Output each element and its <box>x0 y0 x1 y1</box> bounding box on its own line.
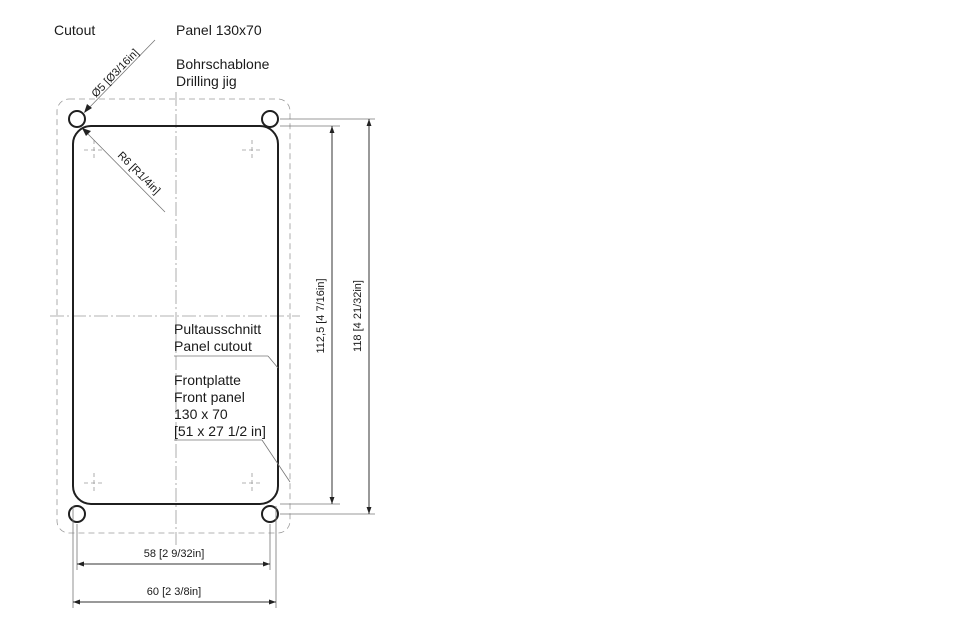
drill-hole-bottom-left <box>68 505 86 523</box>
drill-hole-bottom-right <box>261 505 279 523</box>
hole-leader-arrow <box>84 104 92 113</box>
hole-diameter-label: Ø5 [Ø3/16in] <box>90 47 142 100</box>
drill-hole-top-right <box>261 110 279 128</box>
radius-leader-line <box>83 129 166 213</box>
cutout-label-en: Panel cutout <box>174 338 252 354</box>
front-panel-label-de: Frontplatte <box>174 372 241 388</box>
front-panel-leader-tail <box>261 439 291 483</box>
corner-marks <box>84 140 262 493</box>
hole-leader-line <box>84 39 156 113</box>
inner-height-label: 112,5 [4 7/16in] <box>315 278 327 353</box>
panel-heading: Panel 130x70 <box>176 22 262 38</box>
front-panel-outline <box>56 98 291 534</box>
front-panel-size-inches: [51 x 27 1/2 in] <box>174 423 266 439</box>
jig-heading-en: Drilling jig <box>176 73 237 89</box>
outer-width-label: 60 [2 3/8in] <box>147 586 201 598</box>
cutout-leader-tail <box>267 355 279 369</box>
drill-hole-top-left <box>68 110 86 128</box>
inner-width-label: 58 [2 9/32in] <box>144 548 205 560</box>
panel-cutout-outline <box>72 125 279 505</box>
front-panel-label-en: Front panel <box>174 389 245 405</box>
cutout-heading: Cutout <box>54 22 95 38</box>
outer-height-label: 118 [4 21/32in] <box>352 280 364 352</box>
front-panel-size: 130 x 70 <box>174 406 228 422</box>
radius-leader-arrow <box>82 128 91 136</box>
jig-heading-de: Bohrschablone <box>176 56 270 72</box>
cutout-label-de: Pultausschnitt <box>174 321 261 337</box>
corner-radius-label: R6 [R1/4in] <box>115 150 162 197</box>
